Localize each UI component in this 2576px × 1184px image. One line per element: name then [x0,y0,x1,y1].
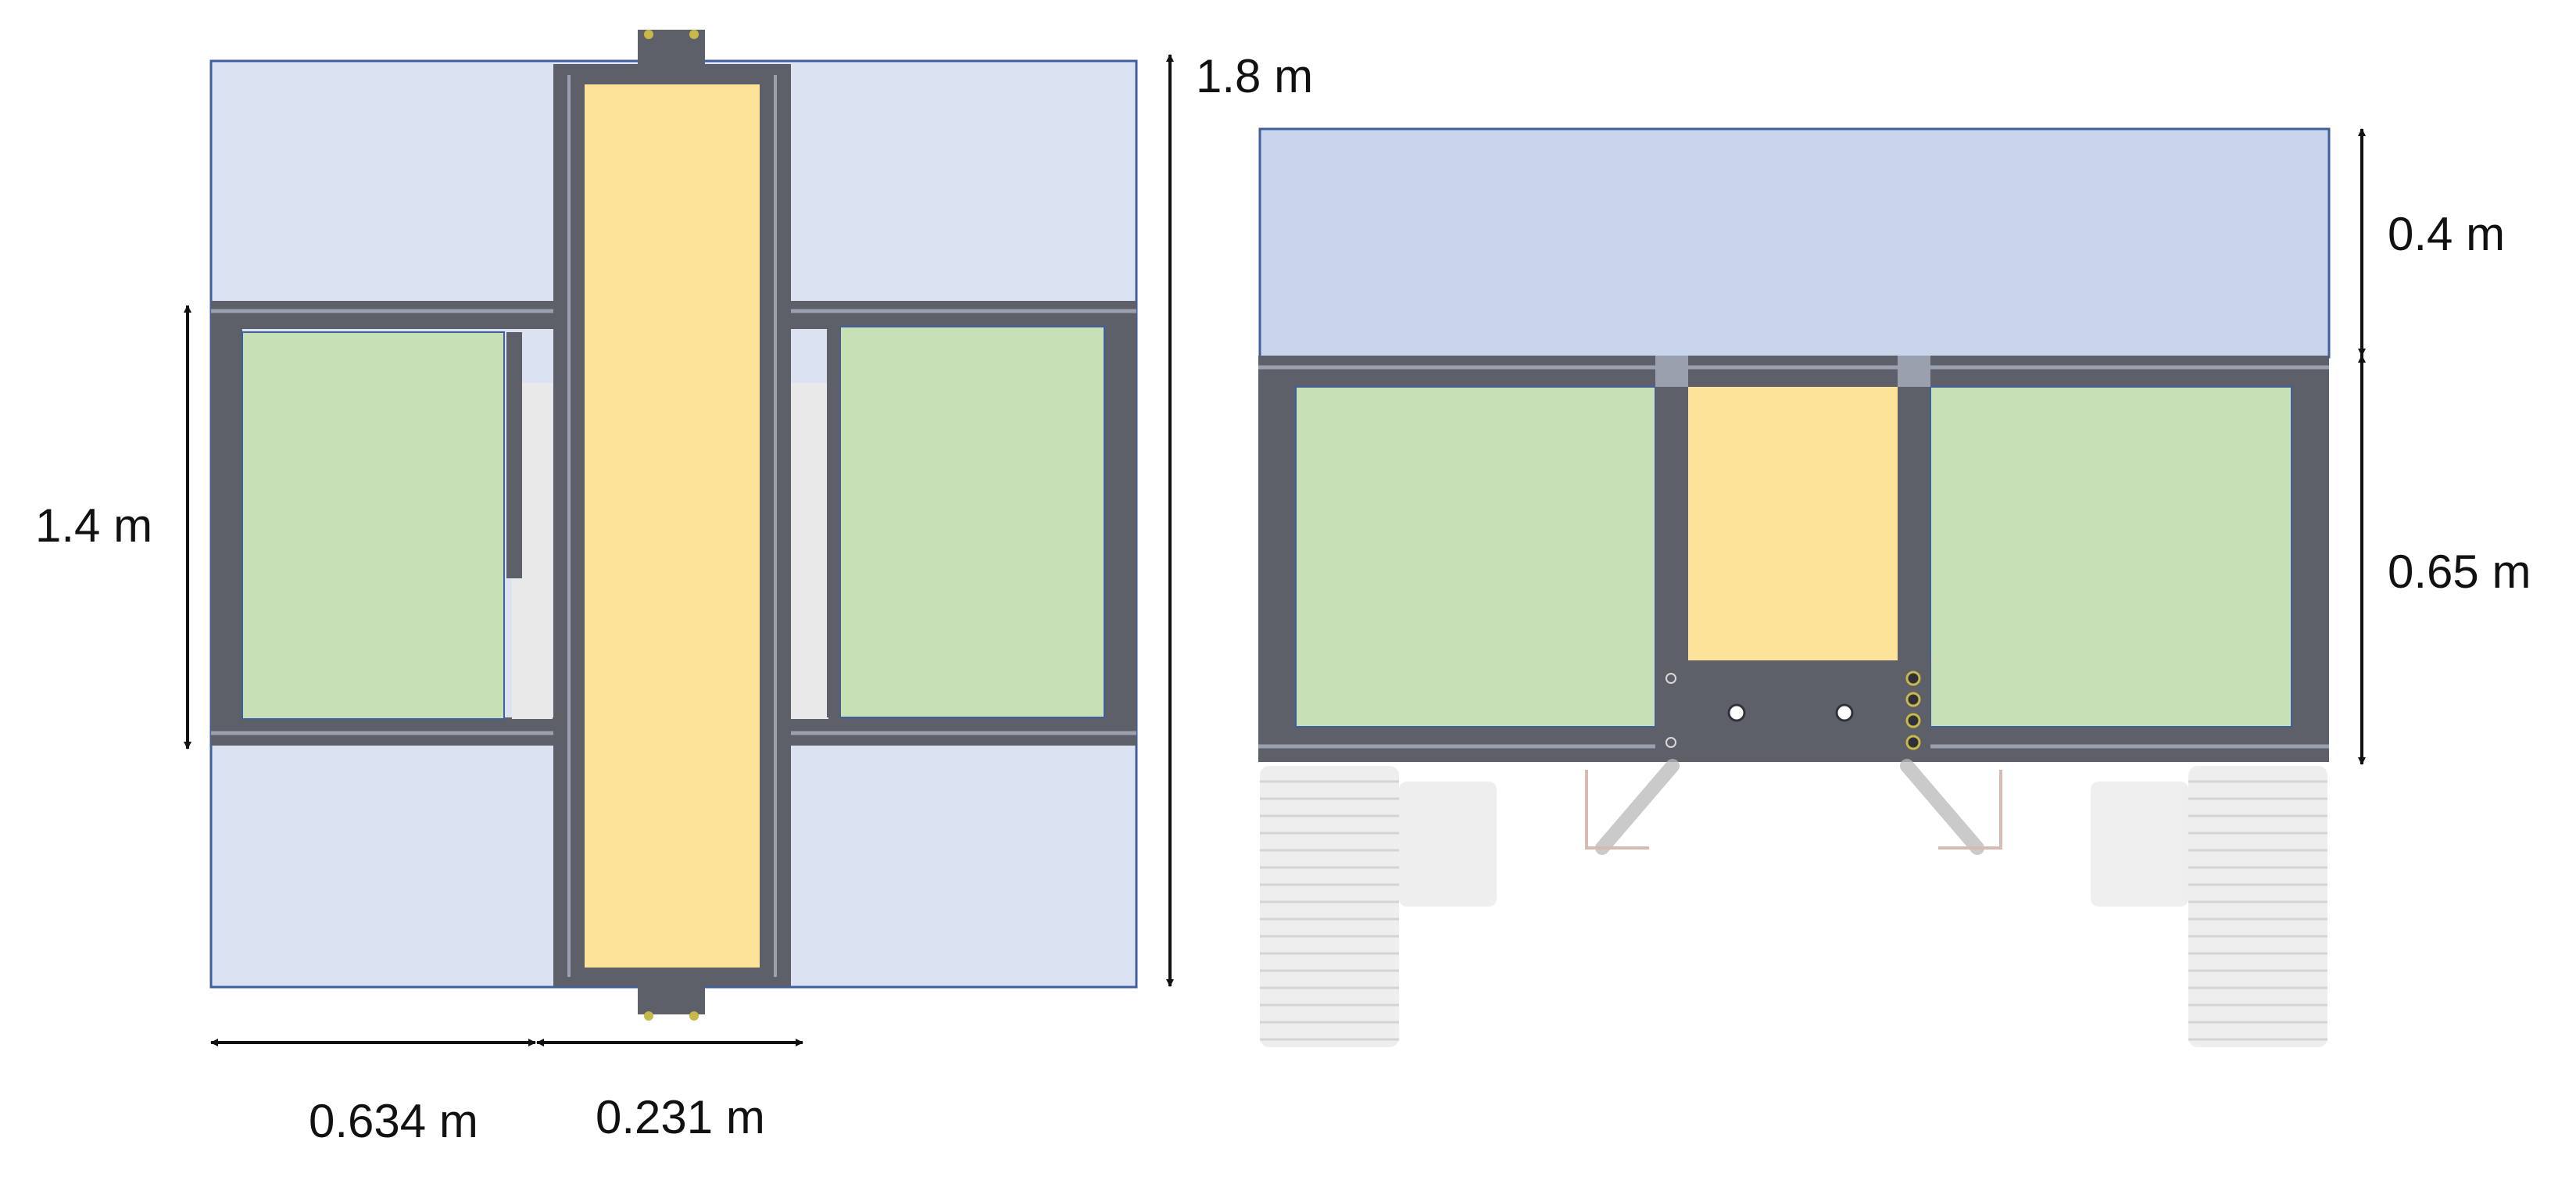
bottom-connector [638,983,705,1014]
dim-label-frame-length: 1.4 m [35,499,152,552]
dim-label-center-width: 0.231 m [596,1091,765,1143]
top-view: 1.8 m 1.4 m 0.634 m 0.231 m [35,30,1313,1147]
bolt [644,30,653,39]
payload-zone-left [242,331,505,720]
plate-screw [1905,692,1921,707]
center-zone [1688,387,1898,660]
bolt [689,1011,699,1021]
dim-label-side-width: 0.634 m [309,1095,478,1147]
bracket-right [1938,770,2002,850]
plate-hole [1835,703,1854,722]
post-cap [1655,356,1688,387]
base-plate [1655,660,1930,762]
dim-label-upper-height: 0.4 m [2388,208,2505,260]
motor-right [2091,782,2188,907]
left-post [211,329,242,717]
upper-zone [1258,127,2331,359]
payload-zone-right [839,326,1105,718]
payload-zone-left [1295,386,1656,728]
gap-panel-right [789,383,828,719]
bracket-left [1585,770,1649,850]
plate-screw [1905,671,1921,686]
frame-right-post [2292,387,2329,727]
dim-label-frame-height: 0.65 m [2388,545,2531,598]
plate-screw [1665,737,1676,748]
inner-post-right [827,327,840,717]
dim-label-total-length: 1.8 m [1196,50,1313,102]
track-treads [1260,780,2327,1041]
motor-left [1399,782,1497,907]
bolt [644,1011,653,1021]
track-left [1260,766,1399,1047]
frame-left-post [1258,387,1296,727]
frame-top-rail [1258,356,2329,387]
side-view: 0.4 m 0.65 m [1258,127,2531,1047]
suspension-arm-left [1595,759,1680,855]
post-cap [1898,356,1930,387]
center-zone [585,84,760,968]
plate-screw [1905,735,1921,750]
undercarriage [1260,759,2327,1047]
bolt [689,30,699,39]
suspension-arm-right [1900,759,1984,855]
plate-hole [1727,703,1746,722]
payload-zone-right [1930,386,2292,728]
right-post [1105,329,1136,717]
plate-screw [1665,673,1676,684]
inner-post-left [506,332,522,578]
plate-screw [1905,713,1921,728]
track-right [2188,766,2327,1047]
